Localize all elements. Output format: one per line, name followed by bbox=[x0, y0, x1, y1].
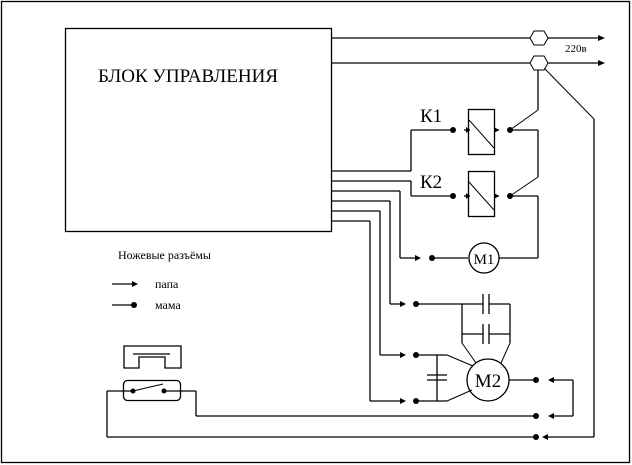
voltage-label: 220в bbox=[565, 43, 587, 55]
arrow-icon bbox=[598, 35, 605, 41]
legend-item-male: папа bbox=[155, 277, 179, 291]
switch-actuator bbox=[123, 345, 182, 369]
relay-k2-label: К2 bbox=[420, 172, 442, 193]
relay-k1-label: К1 bbox=[420, 106, 442, 127]
control-block-box bbox=[64, 27, 333, 233]
motor-m1-label: М1 bbox=[474, 252, 495, 268]
relay-coil bbox=[467, 170, 496, 218]
arrow-icon bbox=[598, 60, 605, 66]
control-block-title: БЛОК УПРАВЛЕНИЯ bbox=[98, 66, 278, 87]
relay-k2: К2 bbox=[332, 170, 539, 258]
relay-coil bbox=[467, 108, 496, 156]
relay-contact bbox=[509, 109, 539, 131]
motor-m2-label: М2 bbox=[475, 371, 501, 392]
motor-m2: М2 bbox=[332, 200, 574, 440]
legend-title: Ножевые разъёмы bbox=[118, 248, 211, 262]
relay-k1: К1 bbox=[332, 106, 539, 177]
control-block: БЛОК УПРАВЛЕНИЯ bbox=[64, 27, 333, 233]
relay-contact bbox=[509, 176, 539, 197]
legend: Ножевые разъёмы папа мама bbox=[112, 248, 211, 312]
legend-item-female: мама bbox=[155, 298, 181, 312]
male-connector-icon bbox=[132, 281, 138, 287]
terminal-hex bbox=[529, 30, 549, 46]
motor-m1: М1 bbox=[332, 190, 538, 274]
power-lines: 220в bbox=[332, 30, 605, 440]
door-switch bbox=[106, 345, 536, 438]
terminal-hex bbox=[529, 55, 549, 71]
female-connector-icon bbox=[131, 302, 137, 308]
